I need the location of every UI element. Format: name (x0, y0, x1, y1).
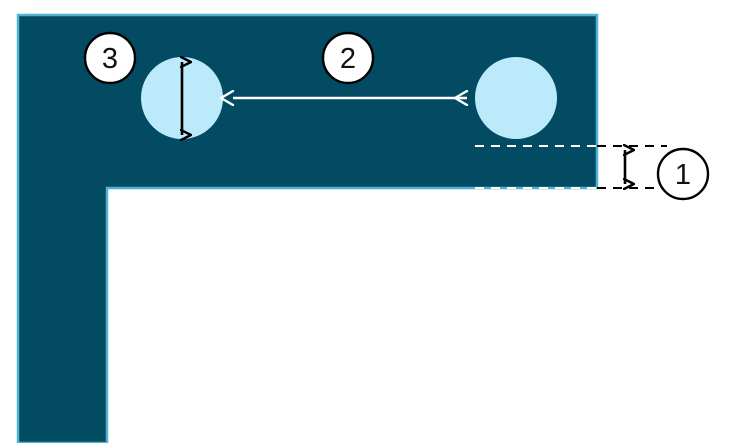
callout-2-circle[interactable] (321, 31, 375, 85)
callout-2-label: 2 (340, 43, 356, 75)
callout-1-label: 1 (675, 159, 691, 191)
callout-1-circle[interactable] (656, 147, 710, 201)
callout-3-circle[interactable] (83, 31, 137, 85)
callout-1[interactable]: 1 (656, 147, 710, 201)
callout-3[interactable]: 3 (83, 31, 137, 85)
callout-3-label: 3 (102, 43, 118, 75)
hole-right-circle (475, 57, 557, 139)
callout-2[interactable]: 2 (321, 31, 375, 85)
edge-distance-dimension (475, 146, 667, 188)
